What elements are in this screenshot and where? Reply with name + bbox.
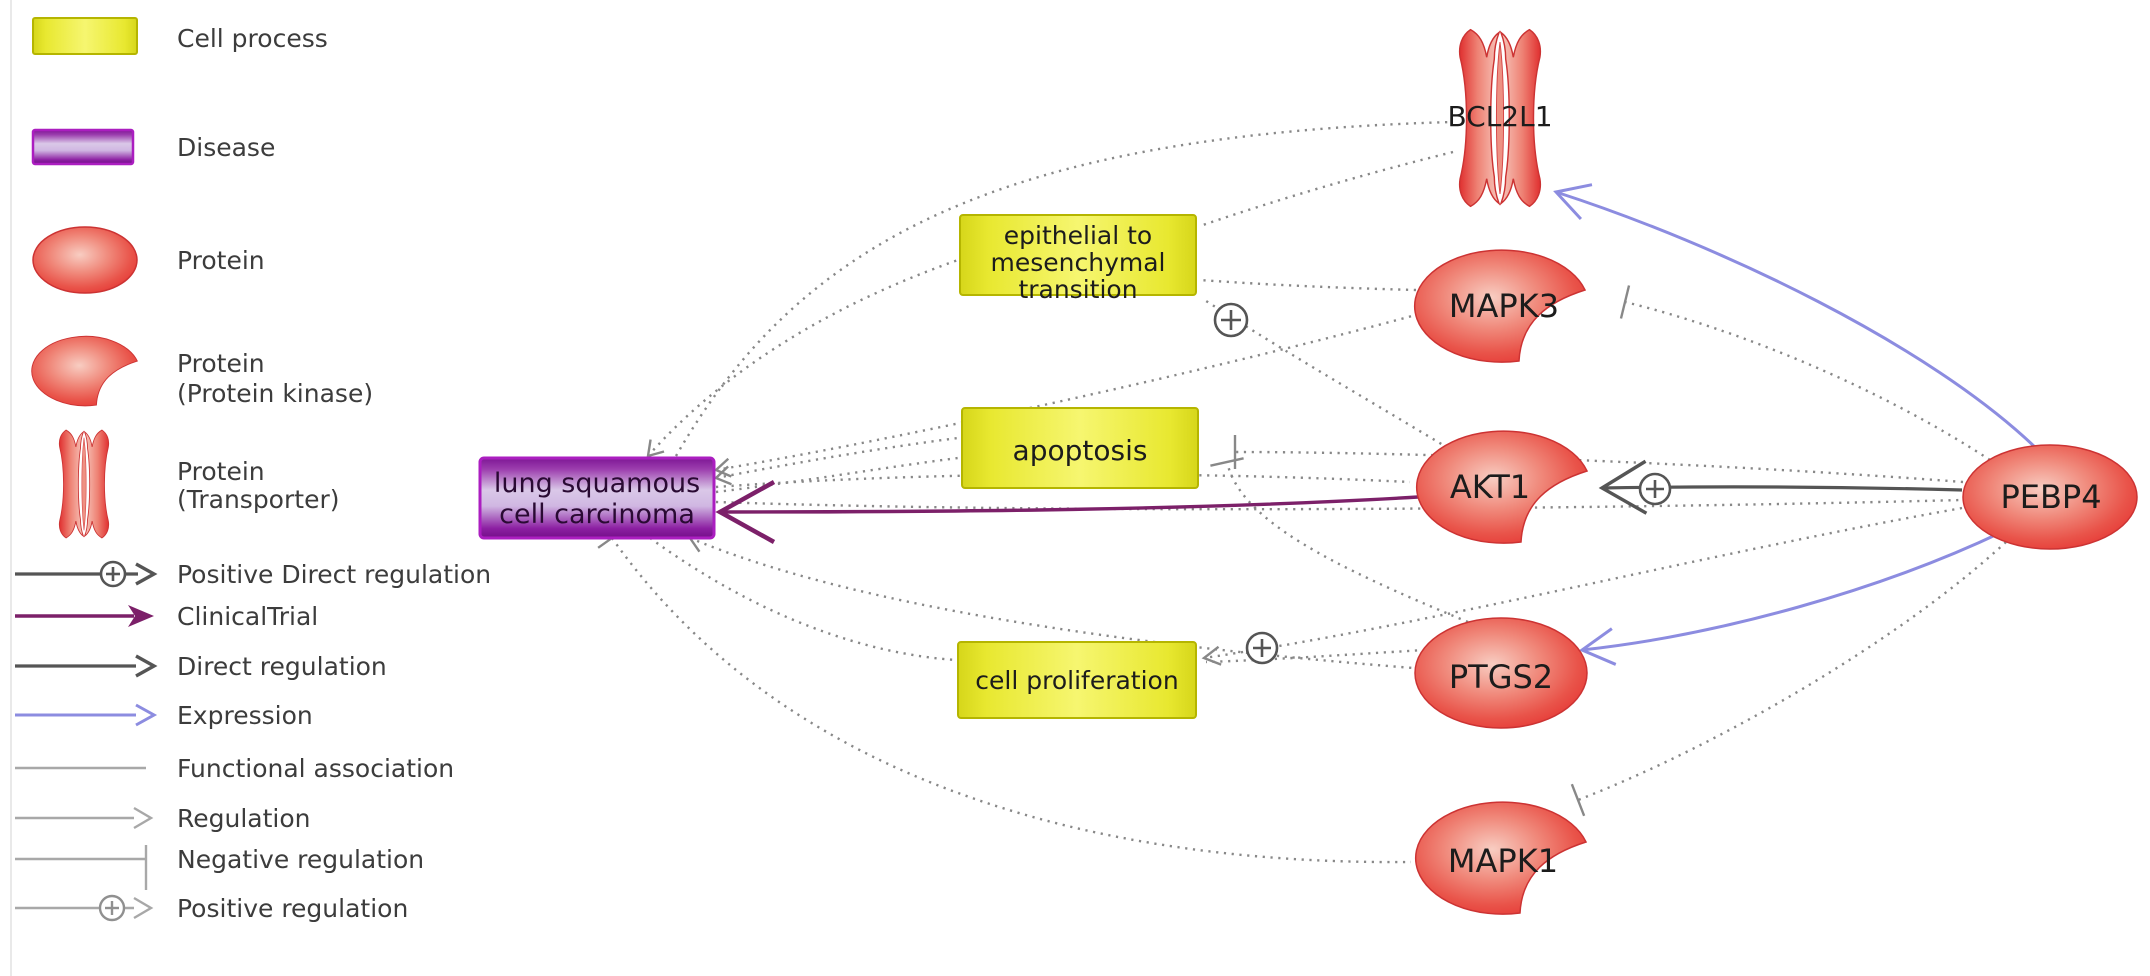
protein-shape: [1962, 444, 2138, 550]
node-label: transition: [1018, 275, 1137, 304]
protein-transporter-swatch: [59, 430, 108, 538]
legend: Cell process Disease Protein Protein (Pr…: [15, 17, 491, 923]
node-pebp4: PEBP4: [1962, 444, 2138, 550]
legend-label: Disease: [177, 133, 275, 162]
protein-swatch: [32, 226, 138, 294]
direct-regulation-glyph: [15, 654, 158, 678]
edge-ptgs2-proliferation: [1205, 648, 1426, 664]
node-carcinoma: lung squamous cell carcinoma: [478, 456, 716, 540]
node-label: cell carcinoma: [499, 499, 695, 530]
edge-pebp4-ptgs2: [1578, 530, 2003, 666]
node-label: lung squamous: [494, 468, 700, 499]
node-mapk1: MAPK1: [1414, 801, 1587, 915]
node-label: epithelial to: [1004, 221, 1152, 250]
node-label: PEBP4: [2000, 478, 2101, 516]
legend-label: Negative regulation: [177, 845, 424, 874]
cell-process-swatch: [32, 17, 138, 55]
node-apoptosis: apoptosis: [961, 407, 1199, 489]
edge-carcinoma-mapk3: [713, 314, 1413, 478]
edge-carcinoma-ptgs2: [687, 533, 1414, 670]
edge-carcinoma-pebp4: [715, 498, 1963, 511]
edge-pebp4-mapk1: [1570, 541, 2007, 817]
edge-bcl2l1-emt: [1199, 150, 1454, 228]
edge-pebp4-apoptosis: [1233, 434, 1964, 484]
legend-label: Protein: [177, 246, 265, 275]
legend-label: (Protein kinase): [177, 379, 373, 408]
edges: [597, 120, 2040, 864]
edge-pebp4-proliferation: [1201, 506, 1963, 666]
edge-carcinoma-emt: [646, 258, 959, 458]
protein-shape: [1414, 617, 1588, 729]
node-label: MAPK3: [1449, 287, 1559, 325]
cell-process-box: [957, 641, 1197, 719]
edge-carcinoma-mapk1: [597, 527, 1412, 864]
positive-direct-regulation-glyph: [15, 560, 158, 588]
legend-label: Positive Direct regulation: [177, 560, 491, 589]
edge-akt1-carcinoma: [715, 480, 1419, 544]
node-label: apoptosis: [1013, 434, 1148, 467]
edge-pebp4-mapk3: [1619, 285, 1991, 462]
legend-label: Expression: [177, 701, 313, 730]
disease-swatch: [31, 128, 135, 166]
legend-label: Functional association: [177, 754, 454, 783]
node-ptgs2: PTGS2: [1414, 617, 1588, 729]
node-mapk3: MAPK3: [1413, 249, 1586, 363]
node-label: MAPK1: [1448, 842, 1558, 880]
positive-regulation-glyph: [15, 894, 154, 922]
expression-glyph: [15, 703, 158, 727]
node-bcl2l1: BCL2L1: [1447, 30, 1553, 207]
edge-carcinoma-apoptosis-b: [715, 456, 959, 494]
positive-sign-akt1: [1638, 472, 1672, 506]
legend-label: (Transporter): [177, 485, 339, 514]
regulation-glyph: [15, 806, 154, 830]
legend-label: Direct regulation: [177, 652, 387, 681]
node-label: PTGS2: [1449, 658, 1553, 696]
node-label: BCL2L1: [1447, 100, 1552, 133]
clinical-trial-glyph: [15, 605, 154, 627]
legend-label: Protein: [177, 457, 265, 486]
disease-box: [478, 456, 716, 540]
node-proliferation: cell proliferation: [957, 641, 1197, 719]
cell-process-box: [961, 407, 1199, 489]
edge-ptgs2-apoptosis: [1210, 457, 1469, 624]
node-emt: epithelial to mesenchymal transition: [959, 214, 1197, 304]
edge-pebp4-bcl2l1: [1553, 183, 2040, 452]
legend-label: Protein: [177, 349, 265, 378]
node-label: mesenchymal: [991, 248, 1166, 277]
edge-mapk3-emt: [1199, 278, 1417, 292]
legend-label: Positive regulation: [177, 894, 408, 923]
edge-carcinoma-apoptosis-a: [713, 436, 959, 486]
positive-sign-proliferation: [1245, 631, 1279, 665]
legend-label: Cell process: [177, 24, 328, 53]
edge-carcinoma-proliferation: [649, 537, 957, 662]
positive-sign-emt: [1213, 302, 1249, 338]
protein-kinase-swatch: [31, 335, 138, 407]
edge-carcinoma-akt1: [715, 473, 1411, 489]
legend-label: ClinicalTrial: [177, 602, 318, 631]
cell-process-box: [959, 214, 1197, 296]
negative-regulation-glyph: [15, 845, 148, 890]
node-label: cell proliferation: [975, 666, 1178, 695]
node-akt1: AKT1: [1415, 430, 1588, 544]
legend-label: Regulation: [177, 804, 311, 833]
node-label: AKT1: [1450, 468, 1530, 506]
